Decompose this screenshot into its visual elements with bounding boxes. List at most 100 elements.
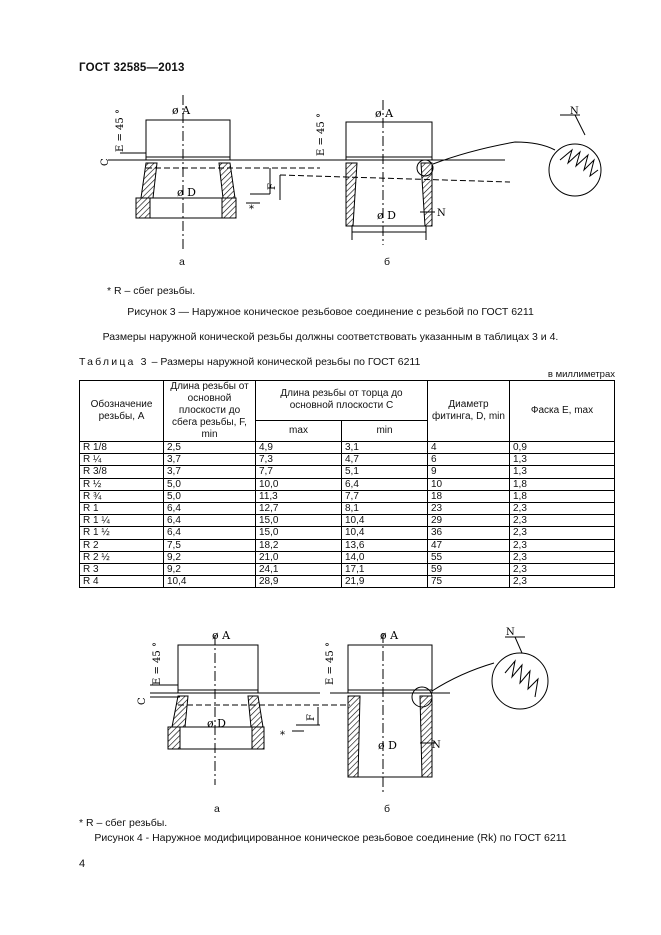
table-cell: 7,3 <box>255 453 342 467</box>
table-cell: 23 <box>427 501 510 516</box>
col-header-c-min: min <box>341 419 428 443</box>
table-cell: 1,8 <box>509 489 615 503</box>
table-cell: 10,4 <box>341 526 428 540</box>
fig4a-dia-a-label: ø A <box>212 629 231 642</box>
table-cell: 59 <box>427 562 510 577</box>
table-cell: 1,3 <box>509 453 615 467</box>
table-cell: R 3/8 <box>79 465 164 479</box>
table-cell: 6,4 <box>163 514 256 528</box>
table-cell: 7,5 <box>163 538 256 552</box>
table-cell: 18 <box>427 489 510 503</box>
table-cell: R 1/8 <box>79 440 164 455</box>
fig4b-dia-a-label: ø A <box>380 629 399 642</box>
fig3-n-detail-label: N <box>570 106 579 117</box>
col-header-chamfer: Фаска E, max <box>509 380 615 442</box>
fig3-n-label: N <box>437 208 446 219</box>
table-cell: 4,9 <box>255 440 342 455</box>
table-cell: 18,2 <box>255 538 342 552</box>
table-cell: 10,4 <box>341 514 428 528</box>
table-cell: 24,1 <box>255 562 342 577</box>
table-cell: 21,9 <box>341 575 428 589</box>
table-cell: 5,0 <box>163 489 256 503</box>
table-cell: R ¾ <box>79 489 164 503</box>
document-header: ГОСТ 32585—2013 <box>79 62 185 74</box>
table-cell: 2,3 <box>509 550 615 564</box>
table-cell: 14,0 <box>341 550 428 564</box>
col-header-c-max: max <box>255 419 342 443</box>
fig4-footnote: * R – сбег резьбы. <box>79 817 168 829</box>
fig3-sublabel-a: а <box>179 256 185 268</box>
fig3b-dia-d-label: ø D <box>377 209 396 222</box>
table-cell: 47 <box>427 538 510 552</box>
table-cell: 75 <box>427 575 510 589</box>
fig4-n-detail-label: N <box>506 627 515 638</box>
table-cell: 4 <box>427 440 510 455</box>
figure-3-drawing: ø A ø A ø D ø D E = 45 ° E = 45 ° C F * … <box>0 0 661 290</box>
table-cell: R 1 ½ <box>79 526 164 540</box>
fig4-c-label: C <box>137 697 148 705</box>
table-cell: 10,4 <box>163 575 256 589</box>
table-cell: 3,1 <box>341 440 428 455</box>
fig3-star-label: * <box>249 204 254 215</box>
table-cell: 9,2 <box>163 550 256 564</box>
table-cell: 2,3 <box>509 514 615 528</box>
table-cell: 2,5 <box>163 440 256 455</box>
body-paragraph: Размеры наружной конической резьбы должн… <box>102 331 559 343</box>
table-cell: 3,7 <box>163 465 256 479</box>
table-cell: R 4 <box>79 575 164 589</box>
fig3a-dia-a-label: ø A <box>172 104 191 117</box>
table-cell: 21,0 <box>255 550 342 564</box>
fig4b-chamfer-label: E = 45 ° <box>325 642 336 685</box>
col-header-designation: Обозначение резьбы, A <box>79 380 164 442</box>
table-cell: 55 <box>427 550 510 564</box>
page-number: 4 <box>79 858 86 870</box>
table-cell: 2,3 <box>509 526 615 540</box>
col-header-length-f: Длина резьбы от основной плоскости до сб… <box>163 380 256 442</box>
table-cell: 7,7 <box>255 465 342 479</box>
table-cell: R 2 <box>79 538 164 552</box>
fig3-c-label: C <box>100 158 111 166</box>
figure-4-drawing: ø A ø A ø D ø D E = 45 ° E = 45 ° C F * … <box>0 615 661 815</box>
table-cell: R ½ <box>79 477 164 491</box>
table-cell: 9,2 <box>163 562 256 577</box>
table-cell: 0,9 <box>509 440 615 455</box>
table-cell: 10 <box>427 477 510 491</box>
table3-title: Таблица 3 – Размеры наружной конической … <box>79 356 420 368</box>
table-cell: 3,7 <box>163 453 256 467</box>
table-cell: R 1 ¼ <box>79 514 164 528</box>
table-cell: 6,4 <box>163 501 256 516</box>
table3-label: Таблица 3 <box>79 356 149 368</box>
table-cell: 28,9 <box>255 575 342 589</box>
fig4-sublabel-b: б <box>384 803 391 815</box>
table-cell: 15,0 <box>255 514 342 528</box>
fig4-sublabel-a: а <box>214 803 220 815</box>
table-cell: 4,7 <box>341 453 428 467</box>
table-cell: 1,8 <box>509 477 615 491</box>
table-cell: 2,3 <box>509 562 615 577</box>
fig4a-dia-d-label: ø D <box>207 717 226 730</box>
fig4-caption: Рисунок 4 - Наружное модифицированное ко… <box>94 832 567 844</box>
table-cell: R 3 <box>79 562 164 577</box>
fig4-f-label: F <box>306 714 317 721</box>
table-cell: 10,0 <box>255 477 342 491</box>
table-cell: 6,4 <box>163 526 256 540</box>
table-cell: 29 <box>427 514 510 528</box>
fig3-caption: Рисунок 3 — Наружное коническое резьбово… <box>127 306 534 318</box>
table-cell: 11,3 <box>255 489 342 503</box>
table-cell: 8,1 <box>341 501 428 516</box>
fig3a-dia-d-label: ø D <box>177 186 196 199</box>
fig4-n-label: N <box>432 740 441 751</box>
table-cell: 5,1 <box>341 465 428 479</box>
col-header-diameter: Диаметр фитинга, D, min <box>427 380 510 442</box>
